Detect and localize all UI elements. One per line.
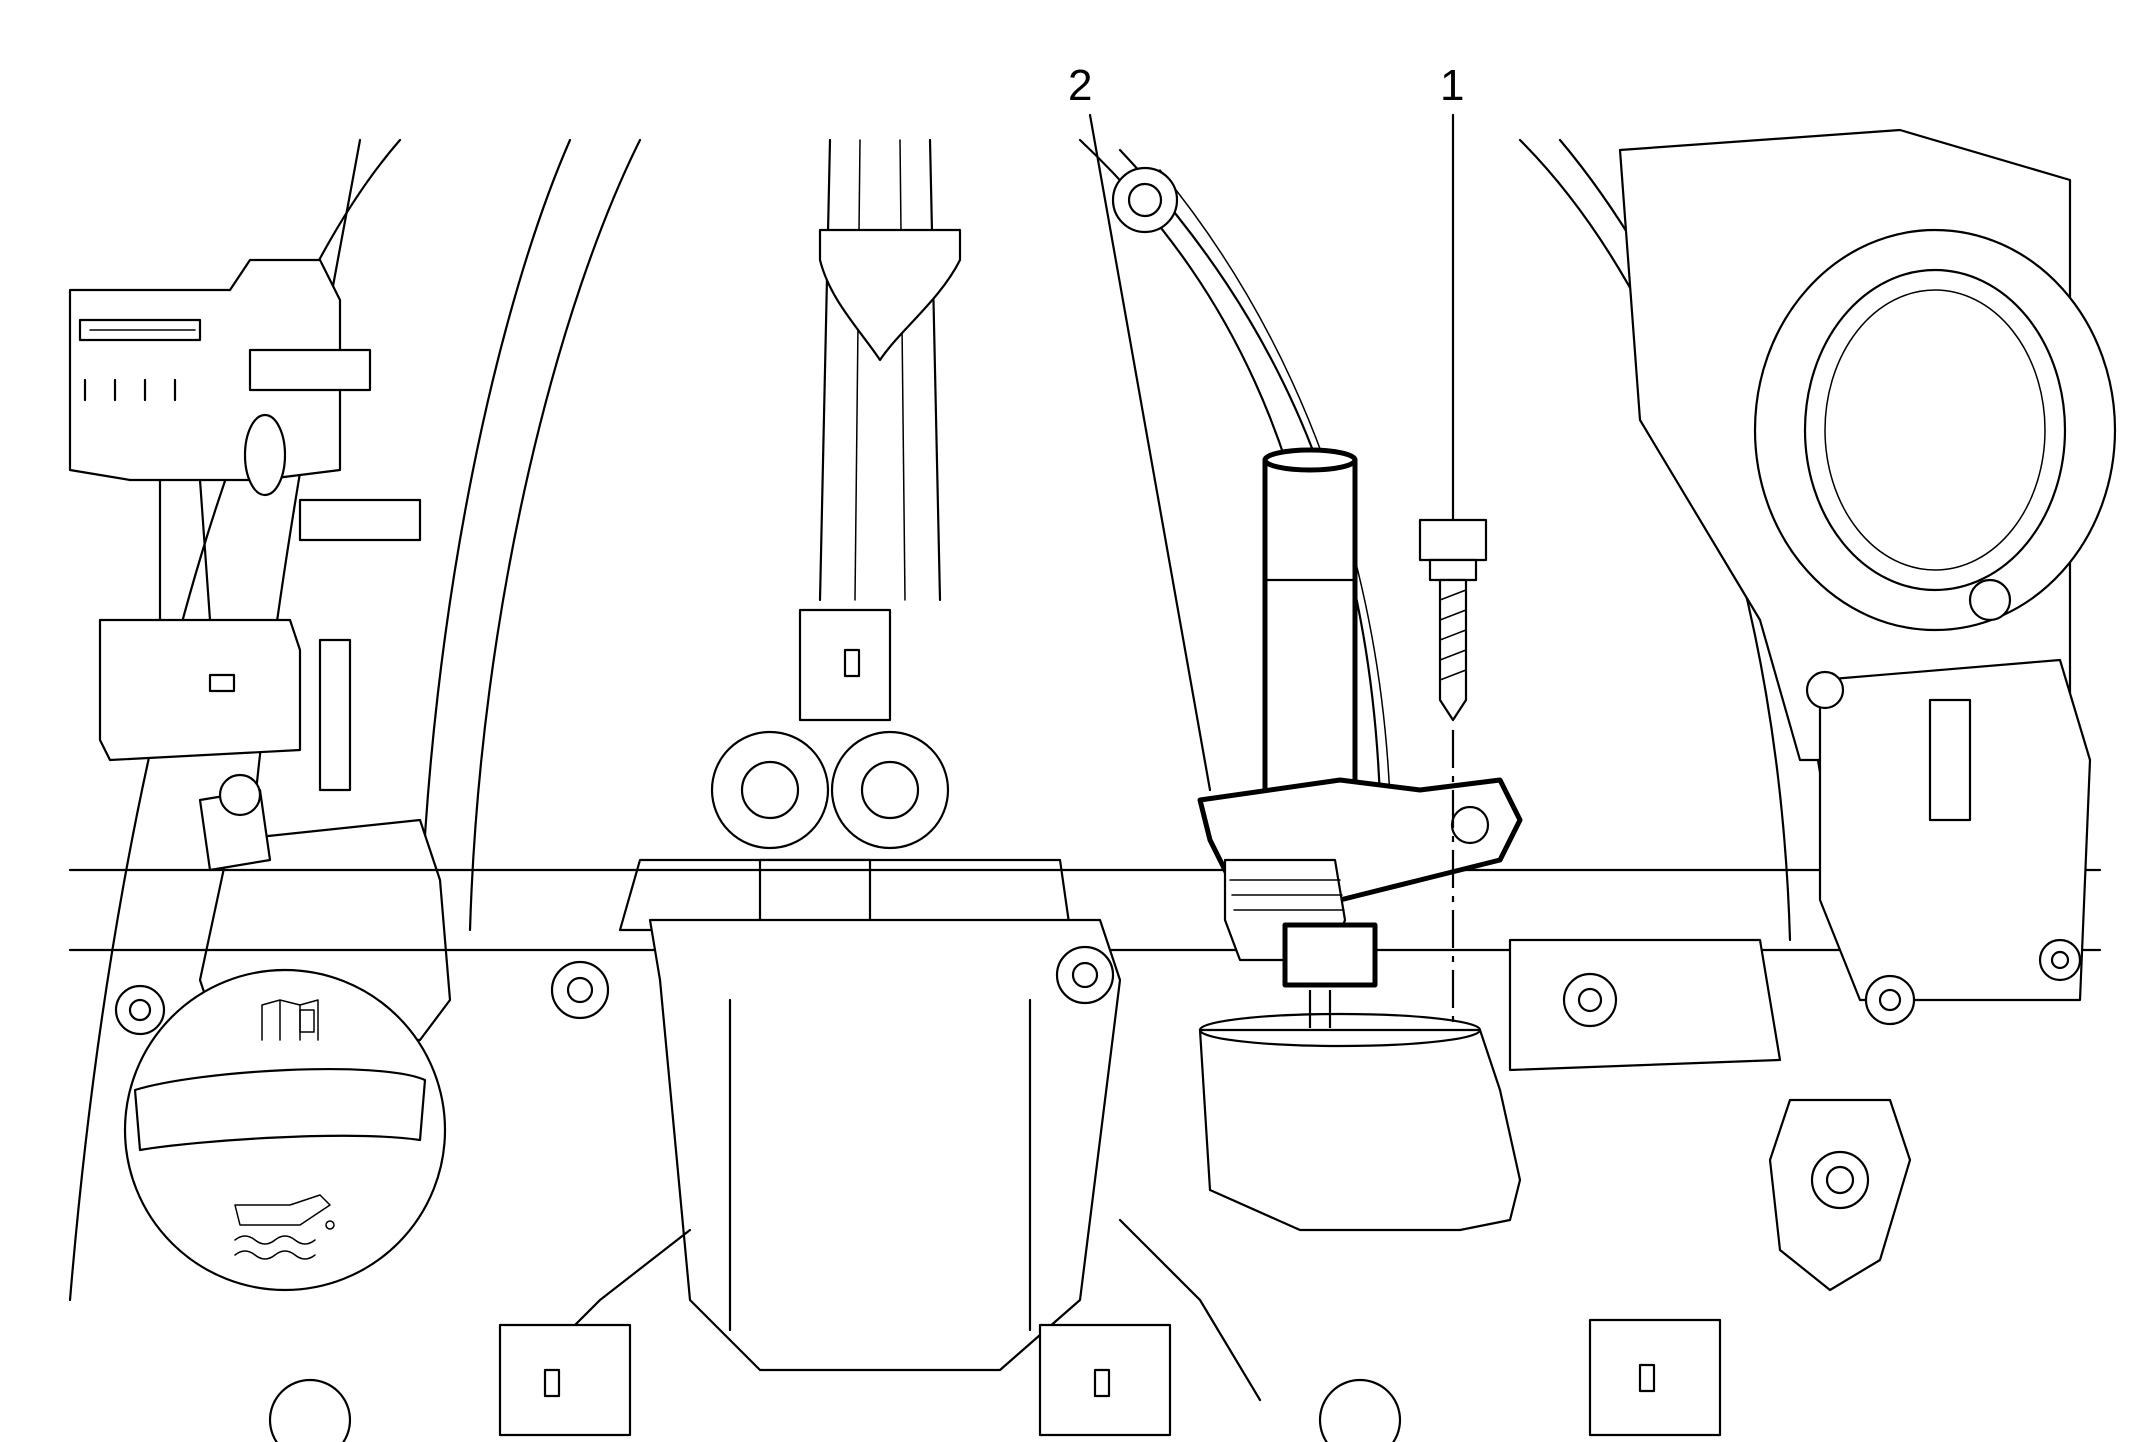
sensor-component-2 — [1197, 447, 1523, 988]
oil-filler-cap — [123, 773, 452, 1292]
upper-bolt — [1111, 166, 1179, 234]
callout-2: 2 — [1068, 61, 1212, 792]
left-upper-component — [68, 258, 422, 792]
injector-connectors — [268, 1318, 1722, 1442]
callout-label-2: 2 — [1068, 61, 1092, 110]
oil-can-icon — [234, 1194, 335, 1260]
callout-1: 1 — [1440, 61, 1464, 522]
assembly-lines — [1308, 730, 1455, 1030]
throttle-body — [1508, 128, 2117, 1292]
oil-cap-book-icon — [261, 999, 319, 1041]
bolt-component-1 — [1418, 518, 1488, 722]
intake-manifold — [68, 868, 2102, 1402]
center-sensor-assembly — [618, 608, 1072, 932]
sensor-mounting-boss — [1198, 1012, 1522, 1232]
callout-label-1: 1 — [1440, 61, 1464, 110]
center-bracket — [818, 228, 962, 362]
